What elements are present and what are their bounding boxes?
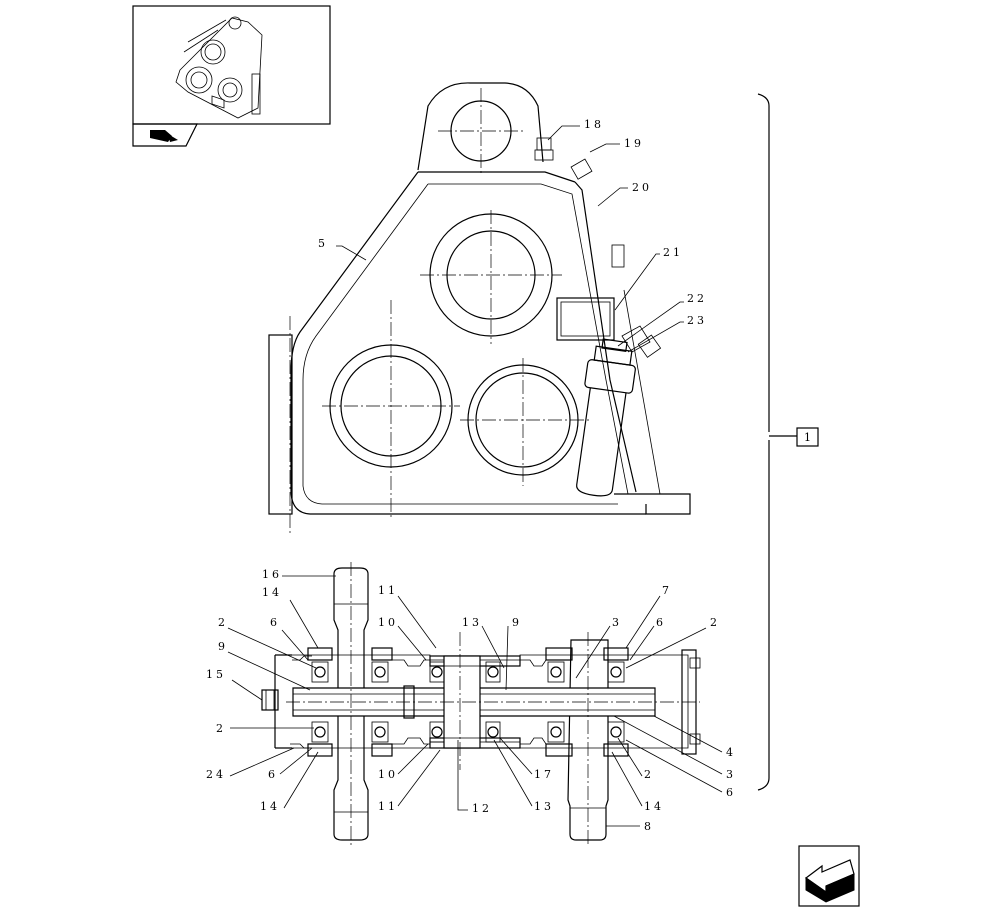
callout-12: 12 [472, 802, 492, 815]
assembly-bracket: 1 [757, 93, 819, 791]
callout-6b: 6 [268, 768, 278, 781]
previous-page-arrow-icon[interactable] [798, 845, 860, 907]
callout-18: 18 [584, 118, 604, 131]
callout-1: 1 [804, 431, 814, 444]
callout-17: 17 [534, 768, 554, 781]
callout-14: 14 [262, 586, 282, 599]
callout-2c: 2 [710, 616, 720, 629]
callout-6c: 6 [656, 616, 666, 629]
callout-7: 7 [662, 584, 672, 597]
callout-11b: 11 [378, 800, 398, 813]
callout-20: 20 [632, 181, 652, 194]
callout-23: 23 [687, 314, 707, 327]
callout-19: 19 [624, 137, 644, 150]
callout-22: 22 [687, 292, 707, 305]
callout-16: 16 [262, 568, 282, 581]
callout-6d: 6 [726, 786, 736, 799]
callout-6: 6 [270, 616, 280, 629]
assembly-thumbnail-icon[interactable] [132, 5, 331, 125]
section-callouts: 16 14 6 2 9 15 2 24 6 14 11 10 10 11 13 … [206, 568, 736, 833]
callout-2b: 2 [216, 722, 226, 735]
callout-24: 24 [206, 768, 226, 781]
callout-9b: 9 [512, 616, 522, 629]
catalog-book-icon[interactable] [132, 123, 198, 147]
callout-3: 3 [612, 616, 622, 629]
callout-13b: 13 [534, 800, 554, 813]
callout-4: 4 [726, 746, 736, 759]
callout-9: 9 [218, 640, 228, 653]
callout-13: 13 [462, 616, 482, 629]
housing-callouts: 18 19 20 5 21 22 23 [318, 118, 707, 353]
callout-2d: 2 [644, 768, 654, 781]
callout-2: 2 [218, 616, 228, 629]
callout-10: 10 [378, 616, 398, 629]
callout-10b: 10 [378, 768, 398, 781]
callout-5: 5 [318, 237, 328, 250]
callout-15: 15 [206, 668, 226, 681]
callout-21: 21 [663, 246, 683, 259]
callout-14c: 14 [644, 800, 664, 813]
shaft-section-view [261, 562, 701, 846]
callout-11: 11 [378, 584, 398, 597]
gearbox-housing-view [268, 82, 691, 535]
callout-3b: 3 [726, 768, 736, 781]
callout-8: 8 [644, 820, 654, 833]
callout-14b: 14 [260, 800, 280, 813]
